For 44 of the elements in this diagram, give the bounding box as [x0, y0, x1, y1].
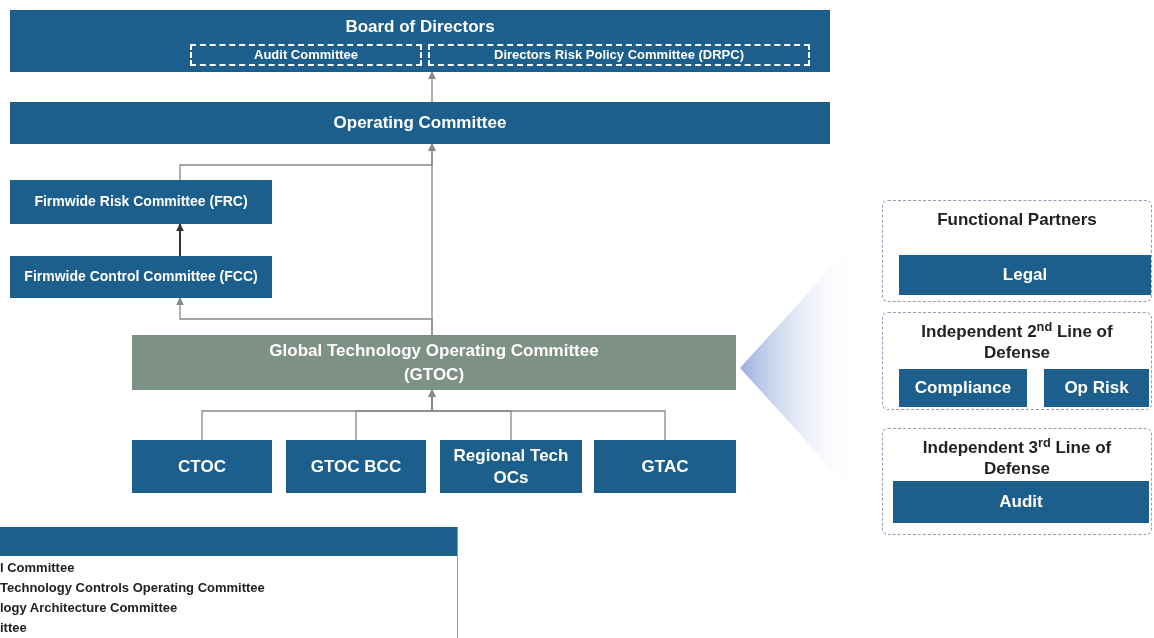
board-box: [10, 10, 830, 72]
node-label: Firmwide Control Committee (FCC): [24, 268, 258, 286]
legend-text: l Committee: [0, 559, 76, 577]
committee-box: [899, 369, 1027, 407]
group-panel: [882, 200, 1152, 302]
legend-text: logy Architecture Committee: [0, 599, 179, 617]
arrow: [428, 389, 666, 441]
node-label: Compliance: [914, 377, 1012, 399]
committee-dashed-box: [428, 44, 810, 66]
committee-box: [10, 180, 272, 224]
node-label: Functional Partners: [937, 209, 1097, 231]
committee-box: [899, 255, 1151, 295]
group-panel: [882, 312, 1152, 410]
committee-box: [132, 335, 736, 390]
node-label: Independent 3$^{rd}$ Line of Defense: [921, 437, 1113, 480]
committee-box: [132, 440, 272, 493]
committee-box: [10, 256, 272, 298]
arrow: [428, 71, 436, 103]
node-label: GTAC: [641, 455, 689, 478]
node-label: Audit Committee: [254, 46, 358, 65]
committee-dashed-box: [190, 44, 422, 66]
node-label: Operating Committee: [333, 112, 507, 134]
committee-box: [440, 440, 582, 493]
node-label: CTOC: [178, 455, 226, 478]
node-label: GTOC BCC: [310, 455, 402, 478]
node-label: Directors Risk Policy Committee (DRPC): [494, 46, 744, 65]
node-label: Board of Directors: [345, 16, 495, 38]
arrow: [176, 223, 184, 257]
arrow: [176, 297, 433, 336]
node-label: Audit: [999, 491, 1043, 513]
group-panel: [882, 428, 1152, 535]
node-label: Op Risk: [1064, 377, 1129, 399]
node-label: Independent 2$^{nd}$ Line of Defense: [920, 321, 1114, 364]
committee-box: [893, 481, 1149, 523]
committee-box: [286, 440, 426, 493]
node-label: Global Technology Operating Committee (GTOC): [268, 340, 600, 386]
node-label: Legal: [1002, 264, 1048, 286]
legend-text: ittee: [0, 619, 28, 637]
committee-box: [10, 102, 830, 144]
node-label: Firmwide Risk Committee (FRC): [34, 193, 248, 211]
committee-box: [1044, 369, 1149, 407]
legend-text: Technology Controls Operating Committee: [0, 579, 266, 597]
committee-box: [594, 440, 736, 493]
node-label: Regional Tech OCs: [452, 445, 570, 488]
